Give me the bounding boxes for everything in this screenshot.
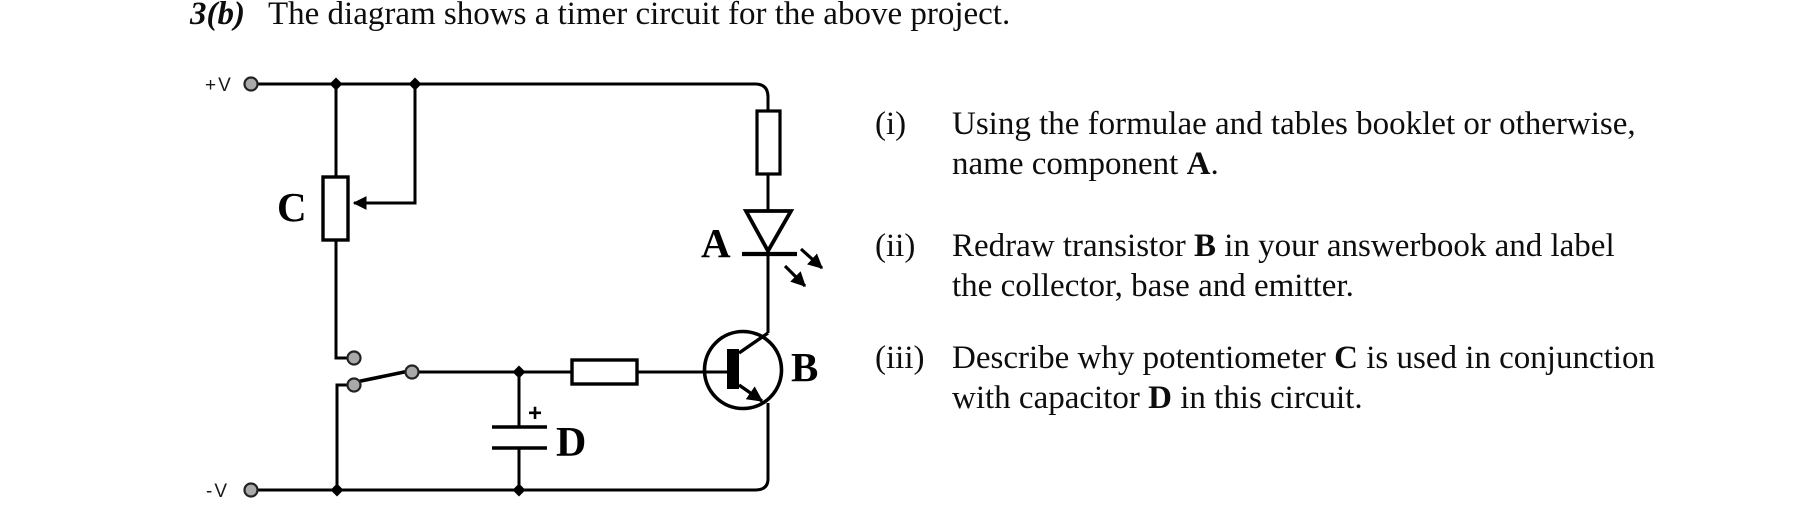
switch-lever bbox=[355, 369, 410, 384]
question-ii: (ii) Redraw transistor B in your answerb… bbox=[875, 226, 1685, 306]
negative-rail-wire bbox=[258, 403, 770, 492]
switch-contact-top bbox=[346, 350, 362, 366]
positive-terminal bbox=[243, 76, 259, 92]
question-ii-text: Redraw transistor B in your answerbook a… bbox=[952, 226, 1685, 306]
led-light-arrow-2 bbox=[783, 264, 807, 288]
question-i: (i) Using the formulae and tables bookle… bbox=[875, 104, 1685, 184]
potentiometer-bottom-wire bbox=[334, 240, 347, 360]
capacitor-polarity-label: + bbox=[528, 400, 542, 427]
switch-ground-wire bbox=[335, 383, 347, 488]
negative-supply-label: -V bbox=[206, 481, 229, 502]
transistor-label: B bbox=[791, 344, 818, 390]
question-iii-number: (iii) bbox=[875, 340, 925, 376]
potentiometer-body bbox=[321, 175, 350, 242]
question-i-number: (i) bbox=[875, 106, 907, 142]
potentiometer bbox=[321, 175, 350, 242]
transistor-base-bar bbox=[727, 349, 739, 389]
circuit-wires bbox=[257, 82, 770, 492]
led bbox=[742, 209, 824, 288]
question-iii-line2: with capacitor D in this circuit. bbox=[952, 380, 1363, 416]
question-iii-text: Describe why potentiometer C is used in … bbox=[952, 338, 1685, 418]
transistor-circle bbox=[702, 329, 784, 411]
question-iii-line1: Describe why potentiometer C is used in … bbox=[952, 340, 1655, 376]
junction-dot bbox=[408, 77, 422, 91]
question-ii-line2: the collector, base and emitter. bbox=[952, 268, 1354, 304]
question-i-text: Using the formulae and tables booklet or… bbox=[952, 104, 1685, 184]
base-resistor bbox=[570, 358, 639, 386]
question-title: 3(b) The diagram shows a timer circuit fo… bbox=[190, 0, 1010, 34]
component-b-ref: B bbox=[1193, 228, 1216, 264]
reset-switch bbox=[346, 350, 420, 393]
question-i-line2: name component A. bbox=[952, 146, 1219, 182]
question-number-3b: 3(b) bbox=[190, 0, 245, 32]
positive-rail-wire bbox=[257, 82, 770, 111]
positive-supply-label: +V bbox=[205, 75, 233, 96]
switch-contact-bottom bbox=[346, 377, 362, 393]
potentiometer-label: C bbox=[277, 184, 307, 230]
junction-dot bbox=[330, 483, 344, 497]
component-a-ref: A bbox=[1186, 146, 1211, 182]
switch-contact-output bbox=[404, 364, 420, 380]
question-i-line1: Using the formulae and tables booklet or… bbox=[952, 106, 1636, 142]
capacitor bbox=[492, 425, 547, 450]
junction-dot bbox=[512, 365, 526, 379]
question-title-text: The diagram shows a timer circuit for th… bbox=[268, 0, 1011, 32]
component-d-ref: D bbox=[1148, 380, 1172, 416]
led-anode-triangle bbox=[742, 209, 795, 255]
transistor-collector-lead bbox=[738, 331, 769, 355]
collector-resistor bbox=[755, 109, 782, 176]
negative-terminal bbox=[243, 482, 259, 498]
led-light-arrow-1 bbox=[799, 247, 824, 270]
question-ii-number: (ii) bbox=[875, 228, 916, 264]
question-iii: (iii) Describe why potentiometer C is us… bbox=[875, 338, 1685, 418]
junction-dot bbox=[512, 483, 526, 497]
component-c-ref: C bbox=[1334, 340, 1358, 376]
junction-dots bbox=[329, 77, 526, 497]
question-ii-line1: Redraw transistor B in your answerbook a… bbox=[952, 228, 1615, 264]
wiper-wire bbox=[352, 84, 417, 210]
transistor bbox=[702, 329, 784, 411]
led-label: A bbox=[701, 220, 731, 266]
transistor-emitter-lead bbox=[738, 383, 764, 403]
junction-dot bbox=[329, 77, 343, 91]
capacitor-label: D bbox=[556, 420, 586, 466]
